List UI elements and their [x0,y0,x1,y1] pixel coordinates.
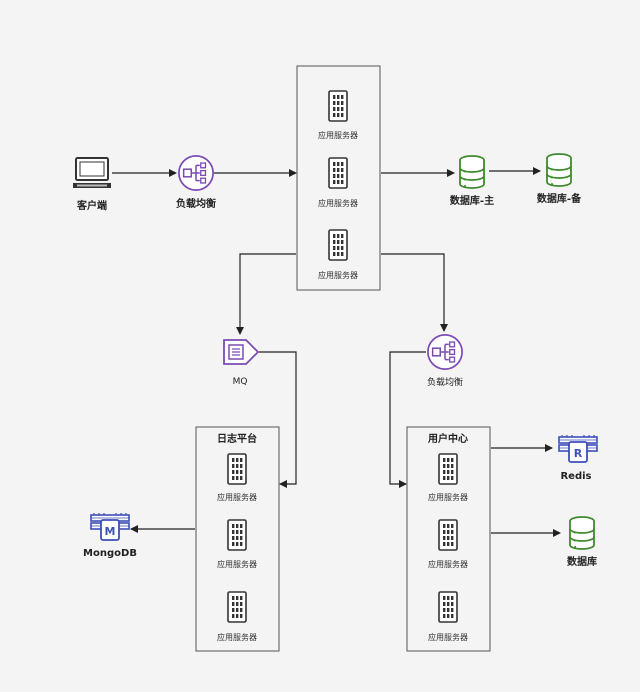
db-backup-label: 数据库-备 [537,192,582,205]
server-rack-icon [227,591,247,623]
cluster-servers: 应用服务器 应用服务器 应用服务器 [318,90,358,280]
db-primary-node: 数据库-主 [450,155,494,207]
server-label: 应用服务器 [428,632,468,642]
load-balancer-icon [178,155,214,191]
server-label: 应用服务器 [217,559,257,569]
log-platform-title: 日志平台 [217,432,257,445]
database-icon [459,155,485,189]
server-label: 应用服务器 [217,632,257,642]
server-rack-icon [227,453,247,485]
user-center-title: 用户中心 [427,432,468,445]
edge-cluster-to-lb-bottom [381,253,448,332]
database-icon [546,153,572,187]
edge-mq-to-log-platform [259,351,297,488]
load-balancer-top-label: 负载均衡 [176,197,216,210]
server-rack-icon [328,90,348,122]
message-queue-icon [223,339,259,365]
load-balancer-icon [427,334,463,370]
server-label: 应用服务器 [318,130,358,140]
mq-node: MQ [223,339,259,387]
db-label: 数据库 [567,555,597,568]
laptop-icon [72,157,112,189]
load-balancer-top: 负载均衡 [176,155,216,210]
server-rack-icon [328,157,348,189]
server-label: 应用服务器 [318,270,358,280]
db-backup-node: 数据库-备 [537,153,582,205]
server-label: 应用服务器 [428,492,468,502]
db-primary-label: 数据库-主 [450,194,494,207]
user-center-servers: 用户中心 应用服务器 应用服务器 应用服务器 [427,432,468,642]
server-label: 应用服务器 [217,492,257,502]
mongodb-node: M MongoDB [83,512,137,559]
mongodb-label: MongoDB [83,548,137,559]
redis-node: R Redis [558,434,598,482]
load-balancer-bottom: 负载均衡 [427,334,463,388]
mq-label: MQ [233,377,248,387]
log-platform-servers: 日志平台 应用服务器 应用服务器 应用服务器 [217,432,257,642]
server-rack-icon [227,519,247,551]
server-label: 应用服务器 [318,198,358,208]
client-node: 客户端 [72,157,112,212]
server-rack-icon [438,519,458,551]
edge-cluster-to-mq [236,253,296,335]
database-icon [569,516,595,550]
load-balancer-bottom-label: 负载均衡 [427,376,463,388]
client-label: 客户端 [76,199,107,212]
svg-text:M: M [105,525,116,538]
db-node: 数据库 [567,516,597,568]
server-label: 应用服务器 [428,559,468,569]
redis-label: Redis [560,471,591,482]
edge-lb-bottom-to-user-center [389,351,426,488]
server-rack-icon [438,453,458,485]
server-rack-icon [438,591,458,623]
edges [112,167,561,537]
server-rack-icon [328,229,348,261]
svg-text:R: R [574,447,583,460]
